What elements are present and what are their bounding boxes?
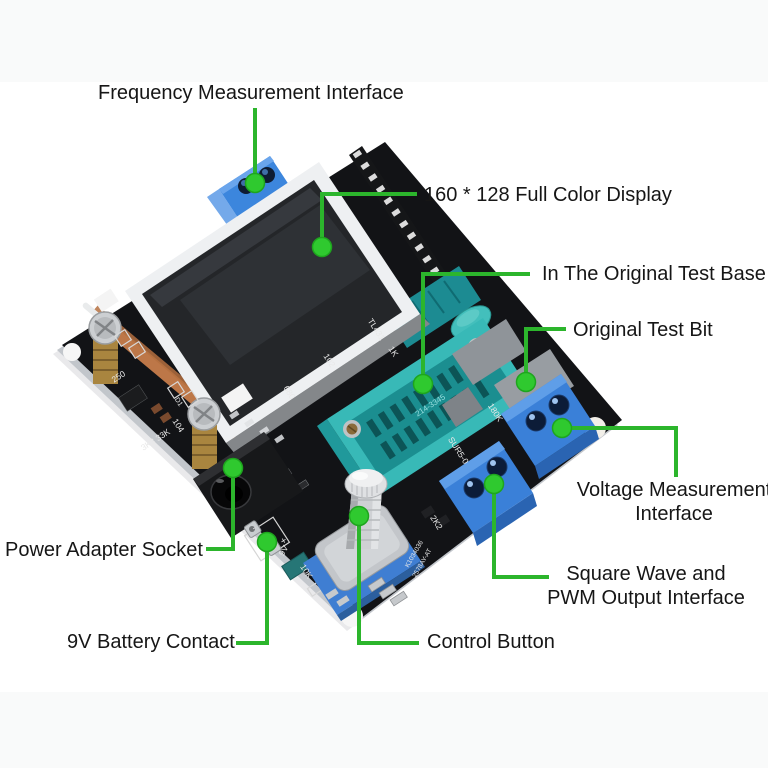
- label-battery-contact: 9V Battery Contact: [67, 630, 235, 654]
- label-control-button: Control Button: [427, 630, 555, 654]
- label-original-test-bit: Original Test Bit: [573, 318, 713, 342]
- label-text: 160 * 128 Full Color Display: [424, 184, 672, 206]
- silkscreen-label: -: [250, 523, 259, 534]
- label-text: Interface: [635, 503, 713, 525]
- mounting-hole: [63, 343, 81, 361]
- silkscreen-label: 9V: [276, 543, 290, 557]
- leader-pwm: [492, 484, 549, 579]
- leader-test-bit: [524, 327, 566, 382]
- label-frequency-measurement-interface: Frequency Measurement Interface: [98, 81, 404, 105]
- capacitor: [281, 551, 313, 581]
- leader-display: [320, 192, 417, 247]
- dot-power: [222, 457, 244, 479]
- label-text: Power Adapter Socket: [5, 539, 203, 561]
- label-text: Voltage Measurement: [576, 479, 768, 501]
- label-text: Square Wave and: [566, 563, 726, 585]
- silkscreen-label: 1K: [386, 344, 400, 358]
- voltage-terminal-block: [501, 374, 599, 479]
- dot-battery: [256, 531, 278, 553]
- label-original-test-base: In The Original Test Base: [542, 262, 766, 286]
- dot-test-bit: [515, 371, 537, 393]
- dot-display: [311, 236, 333, 258]
- photo-top-band: [0, 0, 768, 82]
- dot-voltage: [551, 417, 573, 439]
- label-full-color-display: 160 * 128 Full Color Display: [424, 183, 672, 207]
- label-text: Frequency Measurement Interface: [98, 82, 404, 104]
- display-header-pins: [349, 146, 464, 309]
- annotation-dots: [222, 172, 573, 553]
- label-text: PWM Output Interface: [547, 587, 745, 609]
- photo-bottom-band: [0, 692, 768, 768]
- dot-frequency: [244, 172, 266, 194]
- leader-power: [206, 468, 235, 551]
- leader-control: [357, 516, 419, 645]
- label-power-adapter-socket: Power Adapter Socket: [5, 538, 203, 562]
- leader-test-base: [421, 272, 530, 384]
- label-text: In The Original Test Base: [542, 263, 766, 285]
- label-text: 9V Battery Contact: [67, 631, 235, 653]
- leader-battery: [236, 542, 269, 645]
- annotation-leaders: [206, 108, 678, 645]
- dot-control: [348, 505, 370, 527]
- label-text: Original Test Bit: [573, 319, 713, 341]
- label-square-wave-pwm-output: Square Wave and PWM Output Interface: [546, 562, 746, 610]
- silkscreen-label: D1: [173, 397, 184, 408]
- silkscreen-label: +: [279, 535, 290, 547]
- label-voltage-measurement-interface: Voltage Measurement Interface: [576, 478, 768, 526]
- dot-pwm: [483, 473, 505, 495]
- label-text: Control Button: [427, 631, 555, 653]
- brass-standoffs: [88, 311, 221, 469]
- leader-voltage: [562, 426, 678, 477]
- dot-test-base: [412, 373, 434, 395]
